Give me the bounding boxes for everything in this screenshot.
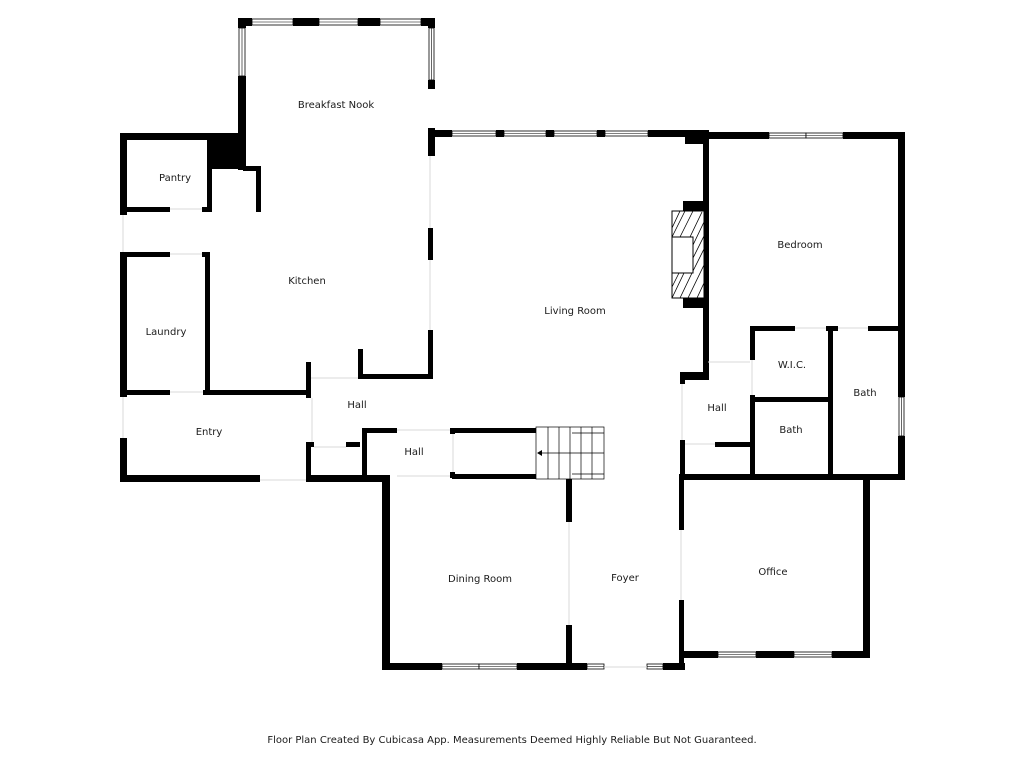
room-label-breakfast-nook: Breakfast Nook	[298, 100, 374, 111]
room-label-office: Office	[758, 567, 787, 578]
room-label-hall-center: Hall	[404, 447, 423, 458]
room-label-foyer: Foyer	[611, 573, 640, 584]
room-label-laundry: Laundry	[146, 327, 187, 338]
stairs	[535, 426, 605, 480]
room-label-entry: Entry	[196, 427, 223, 438]
room-label-hall-east: Hall	[707, 403, 726, 414]
openings	[122, 156, 868, 668]
room-labels: Breakfast Nook Pantry Kitchen Laundry En…	[146, 100, 877, 585]
walls	[120, 18, 905, 670]
room-label-bedroom: Bedroom	[777, 240, 822, 251]
room-label-kitchen: Kitchen	[288, 276, 326, 287]
fireplace	[671, 210, 705, 299]
room-label-hall-west: Hall	[347, 400, 366, 411]
room-label-pantry: Pantry	[159, 173, 191, 184]
disclaimer-footer: Floor Plan Created By Cubicasa App. Meas…	[267, 735, 757, 746]
windows	[238, 18, 905, 670]
room-label-dining-room: Dining Room	[448, 574, 512, 585]
stair-direction-arrow-icon	[537, 450, 542, 456]
room-label-living-room: Living Room	[544, 306, 605, 317]
room-label-bath-2: Bath	[853, 388, 876, 399]
room-label-wic: W.I.C.	[778, 360, 806, 371]
room-label-bath-1: Bath	[779, 425, 802, 436]
